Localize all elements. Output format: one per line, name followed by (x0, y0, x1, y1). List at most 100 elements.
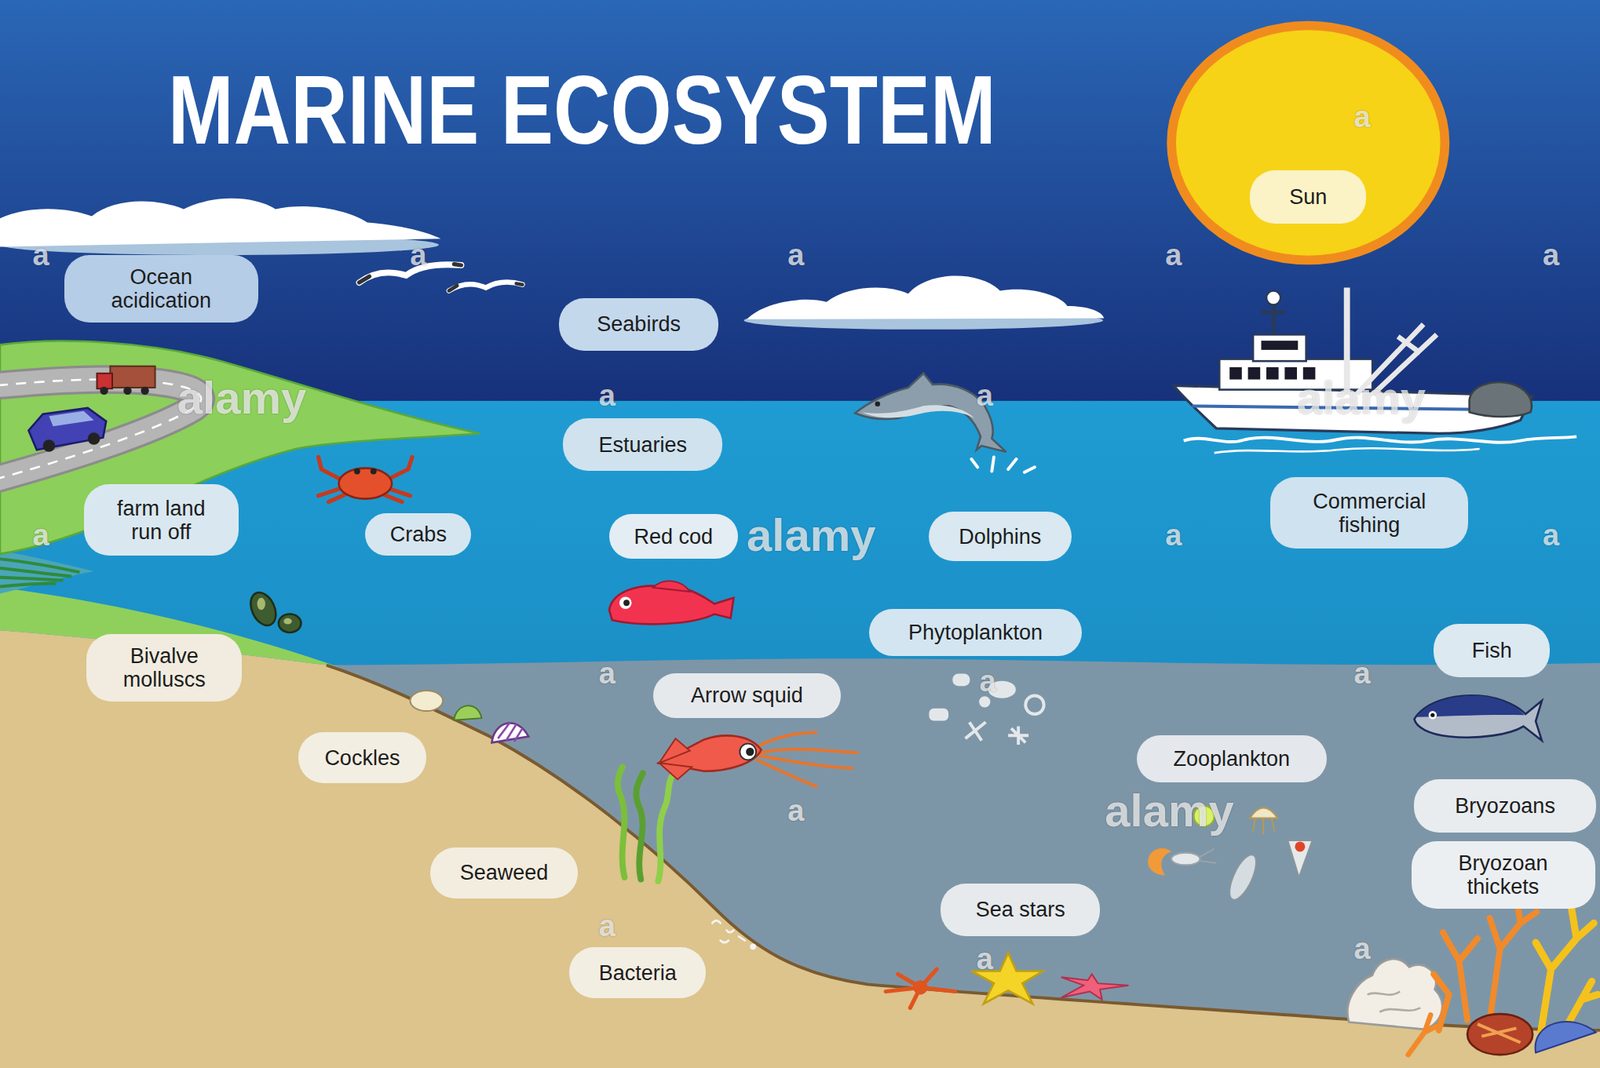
bacteria-part (738, 936, 746, 941)
cockle-shells-part (453, 705, 482, 721)
car (28, 408, 106, 453)
label-pill: Sea stars (940, 884, 1100, 938)
arrow-squid-part (745, 748, 754, 757)
cloud-part (746, 275, 1104, 319)
fishing-boat-part (1252, 334, 1307, 362)
cloud (0, 198, 441, 256)
label-pill: farm land run off (84, 484, 240, 556)
red-cod-part (609, 586, 735, 625)
zooplankton-part (1252, 818, 1275, 836)
zooplankton-part (1287, 840, 1312, 878)
road-part (0, 379, 201, 480)
cloud-part (0, 198, 441, 248)
bacteria (712, 920, 756, 950)
pill-text: Commercial fishing (1298, 489, 1440, 537)
watermark: a (1165, 520, 1182, 551)
seabed (0, 630, 1600, 1068)
phytoplankton-part (930, 710, 947, 720)
fishing-boat-part (1469, 382, 1532, 417)
cockle-shells-part (497, 722, 523, 742)
label-pill: Fish (1433, 624, 1550, 678)
watermark: a (976, 380, 994, 411)
label-pill: Red cod (609, 514, 738, 559)
label-pill: Bryozoan thickets (1411, 841, 1596, 910)
watermark: a (32, 520, 49, 551)
seaweed (617, 767, 672, 883)
watermark: a (979, 666, 997, 697)
diagram-title: MARINE ECOSYSTEM (168, 61, 997, 159)
red-cod-part (623, 599, 630, 607)
fishing-boat-part (1266, 290, 1281, 305)
cockle-shells (409, 690, 529, 743)
crab-part (339, 468, 393, 500)
seaweed-part (617, 767, 625, 878)
watermark: a (787, 240, 804, 271)
bryozoan-coral-part (1367, 992, 1422, 1013)
watermark: a (409, 240, 427, 271)
pill-text: Ocean acidication (94, 265, 228, 313)
label-pill: Seaweed (430, 847, 578, 899)
arrow-squid-part (755, 732, 858, 787)
fishing-boat-part (1214, 448, 1480, 453)
pill-text: Seabirds (596, 312, 681, 337)
pill-text: Bivalve molluscs (105, 644, 223, 692)
sea-stars-part (885, 969, 955, 1009)
label-pill: Crabs (365, 513, 472, 557)
label-pill: Sun (1249, 170, 1367, 224)
pill-text: Bryozoans (1454, 794, 1556, 819)
bryozoan-coral-part (1433, 898, 1537, 1031)
fishing-boat-part (1260, 340, 1298, 351)
sea-stars-part (913, 980, 928, 995)
sun-disc (1171, 25, 1445, 260)
zooplankton-part (1249, 808, 1278, 819)
seaweed-part (657, 778, 672, 883)
red-cod (609, 580, 735, 625)
pill-text: Cockles (324, 746, 400, 771)
sea-stars-part (1061, 974, 1129, 1000)
farm-fields-part (0, 551, 95, 595)
watermark: a (787, 796, 804, 826)
phytoplankton-part (965, 722, 987, 741)
phytoplankton-part (1008, 726, 1029, 746)
watermark: a (976, 944, 994, 975)
bryozoan-coral-part (1535, 1022, 1597, 1054)
label-pill: Commercial fishing (1270, 477, 1469, 549)
watermark: a (1354, 934, 1371, 965)
zooplankton-part (1147, 848, 1172, 876)
red-cod-part (619, 596, 632, 610)
mussels (245, 588, 301, 633)
tuna-fish-part (1428, 711, 1437, 720)
red-cod-part (653, 580, 691, 592)
road-part (0, 379, 201, 480)
crab-part (318, 456, 413, 502)
label-pill: Bacteria (569, 947, 706, 999)
arrow-squid-part (659, 738, 693, 780)
watermark: alamy (746, 512, 876, 559)
road-part (0, 379, 201, 480)
zooplankton-part (1200, 849, 1217, 864)
phytoplankton-part (1025, 696, 1044, 715)
bryozoan-coral-part (1535, 908, 1598, 1034)
mussels-part (245, 588, 282, 630)
truck-part (96, 373, 112, 389)
car-part (43, 439, 56, 453)
cloud (744, 275, 1105, 329)
crab (318, 456, 413, 502)
watermark: alamy (1296, 375, 1426, 421)
label-pill: Seabirds (558, 298, 719, 352)
zooplankton-part (1223, 851, 1262, 904)
truck (96, 366, 155, 395)
sea-stars (885, 953, 1129, 1009)
fishing-boat (1173, 288, 1577, 454)
bryozoan-coral-part (1408, 1015, 1442, 1056)
bryozoan-coral (1347, 898, 1598, 1056)
cockle-shells-part (409, 690, 443, 712)
seabird-part (449, 283, 523, 291)
arrow-squid-part (739, 744, 757, 761)
pill-text: Phytoplankton (908, 621, 1043, 645)
zooplankton-part (1171, 853, 1200, 866)
fishing-boat-part (1284, 367, 1297, 380)
pill-text: Red cod (634, 525, 714, 549)
mussels-part (257, 598, 266, 611)
bryozoan-coral-part (1477, 1024, 1521, 1043)
